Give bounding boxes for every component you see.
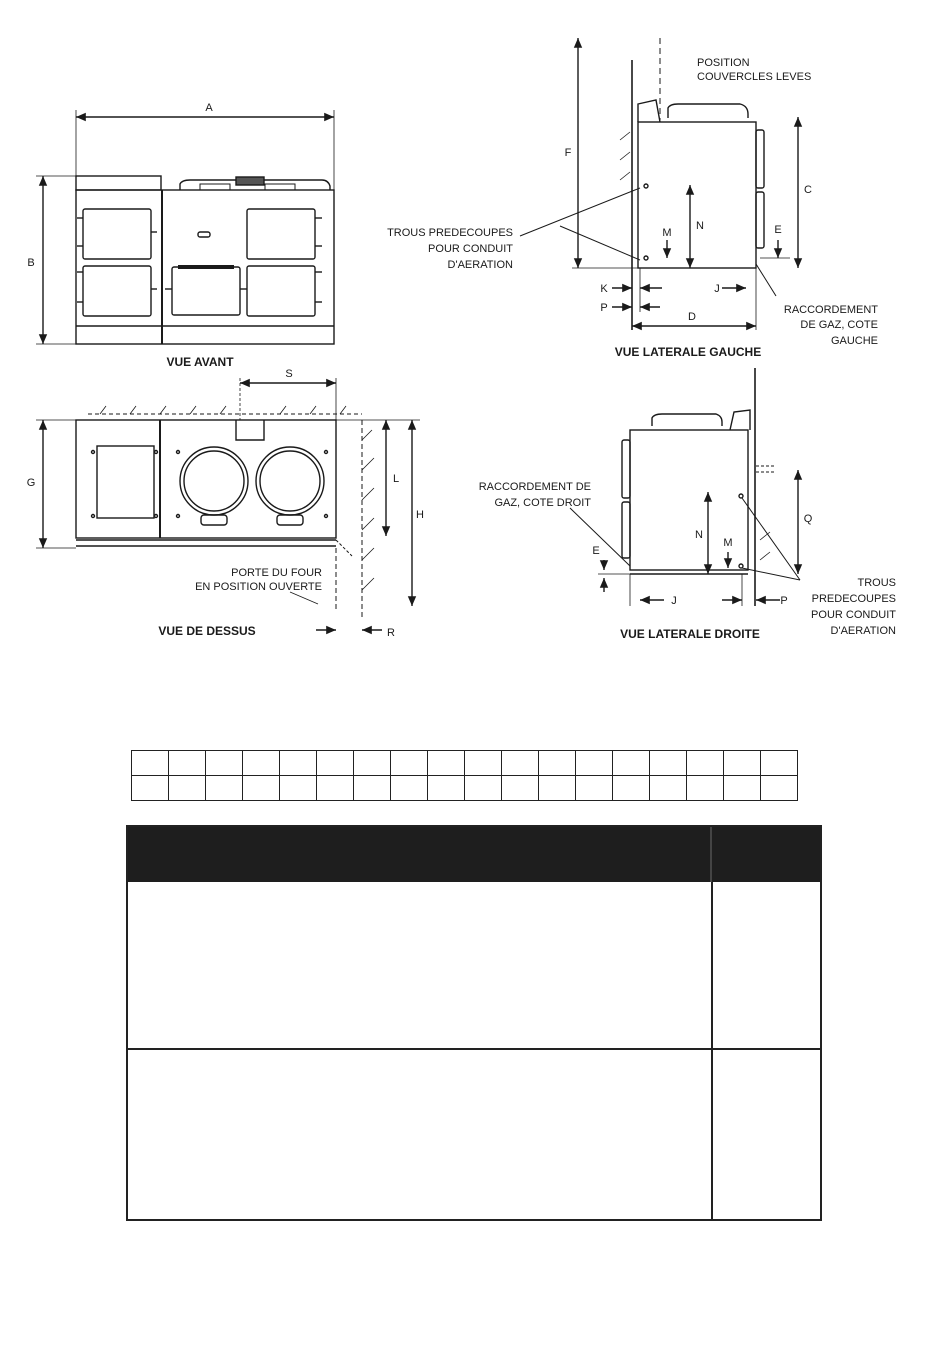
dim-label-r: R: [387, 627, 395, 639]
right-gas-note-line2: GAZ, COTE DROIT: [494, 497, 591, 509]
right-side-view-title: VUE LATERALE DROITE: [620, 627, 760, 641]
dim-label-d: D: [688, 311, 696, 323]
dim-label-g: G: [27, 477, 36, 489]
dim-label-b: B: [27, 257, 34, 269]
right-vents-note-line4: D'AERATION: [831, 625, 897, 637]
lids-note-line2: COUVERCLES LEVES: [697, 71, 811, 83]
left-side-view: [519, 38, 803, 331]
dim-label-l: L: [393, 473, 399, 485]
left-gas-note-line2: DE GAZ, COTE: [800, 319, 878, 331]
lids-note-line1: POSITION: [697, 57, 750, 69]
left-vents-note-line3: D'AERATION: [448, 259, 514, 271]
dim-label-k: K: [600, 283, 608, 295]
dim-label-p-left: P: [600, 302, 607, 314]
row-divider: [128, 1048, 820, 1050]
oven-door-note-line1: PORTE DU FOUR: [231, 567, 322, 579]
technical-drawing: A B VUE AVANT: [27, 38, 897, 641]
dim-label-f: F: [565, 147, 572, 159]
dim-label-a: A: [205, 102, 213, 114]
right-side-view: [569, 368, 803, 606]
front-view: [36, 110, 335, 345]
dim-label-c: C: [804, 184, 812, 196]
specification-header: [128, 827, 820, 882]
left-gas-note-line1: RACCORDEMENT: [784, 304, 878, 316]
dim-label-e-right: E: [592, 545, 599, 557]
dim-label-p-right: P: [780, 595, 787, 607]
dim-label-m-left: M: [662, 227, 671, 239]
dim-label-h: H: [416, 509, 424, 521]
right-gas-note-line1: RACCORDEMENT DE: [479, 481, 591, 493]
left-vents-note-line2: POUR CONDUIT: [428, 243, 513, 255]
left-gas-note-line3: GAUCHE: [831, 335, 878, 347]
dim-label-m-right: M: [723, 537, 732, 549]
dim-label-q: Q: [804, 513, 813, 525]
specification-box: [126, 825, 822, 1221]
right-vents-note-line1: TROUS: [858, 577, 897, 589]
right-vents-note-line3: POUR CONDUIT: [811, 609, 896, 621]
dim-label-j-right: J: [671, 595, 677, 607]
grid-row: [131, 750, 798, 776]
dimension-grid: [131, 750, 798, 801]
front-view-title: VUE AVANT: [166, 355, 234, 369]
dim-label-n-right: N: [695, 529, 703, 541]
column-divider: [711, 882, 713, 1219]
grid-row: [131, 775, 798, 801]
left-side-view-title: VUE LATERALE GAUCHE: [615, 345, 761, 359]
top-view: [36, 378, 420, 635]
dim-label-n-left: N: [696, 220, 704, 232]
top-view-title: VUE DE DESSUS: [158, 624, 255, 638]
dim-label-e-left: E: [774, 224, 781, 236]
dim-label-j-left: J: [714, 283, 720, 295]
oven-door-note-line2: EN POSITION OUVERTE: [195, 581, 322, 593]
right-vents-note-line2: PREDECOUPES: [812, 593, 896, 605]
dim-label-s: S: [285, 368, 292, 380]
left-vents-note-line1: TROUS PREDECOUPES: [387, 227, 513, 239]
